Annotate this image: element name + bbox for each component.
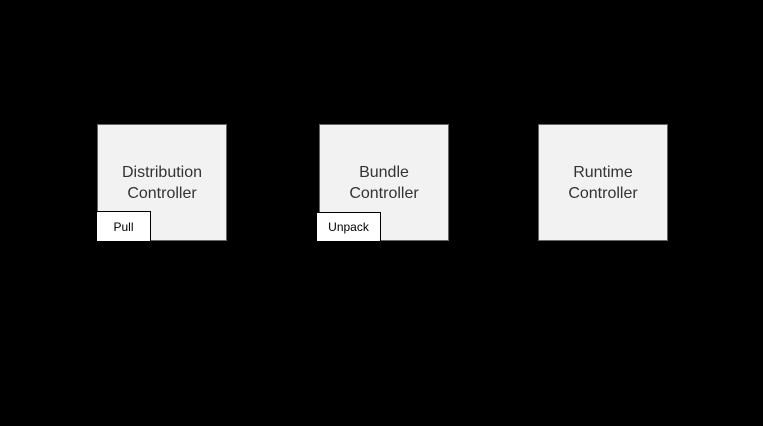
node-bundle-controller-label: Bundle Controller [349, 163, 419, 202]
badge-unpack: Unpack [316, 212, 381, 242]
badge-pull: Pull [96, 211, 151, 242]
badge-unpack-label: Unpack [328, 220, 369, 234]
badge-pull-label: Pull [113, 219, 134, 234]
node-distribution-controller-label: Distribution Controller [121, 163, 203, 202]
node-runtime-controller: Runtime Controller [538, 124, 668, 241]
node-runtime-controller-label: Runtime Controller [568, 163, 638, 202]
